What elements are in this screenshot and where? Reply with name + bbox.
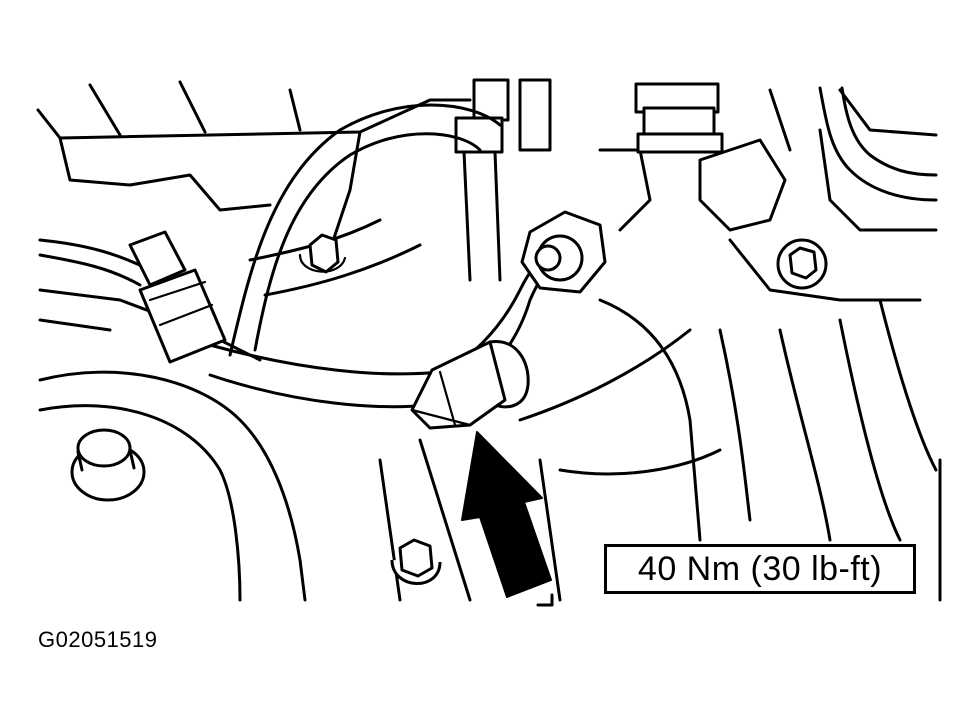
arrow-icon xyxy=(461,431,552,598)
electrical-connector xyxy=(128,230,227,364)
bracket-mark xyxy=(536,593,554,607)
top-fittings xyxy=(454,78,938,282)
torque-callout: 40 Nm (30 lb-ft) xyxy=(604,544,916,594)
bolt-lower xyxy=(390,538,442,585)
figure-id: G02051519 xyxy=(38,627,158,652)
plug-left xyxy=(70,428,146,502)
bolt-right xyxy=(776,238,828,290)
sensor-nut xyxy=(520,210,607,294)
torque-label: 40 Nm (30 lb-ft) xyxy=(637,549,883,588)
knock-sensor xyxy=(410,340,530,430)
bolt-left xyxy=(298,233,347,274)
